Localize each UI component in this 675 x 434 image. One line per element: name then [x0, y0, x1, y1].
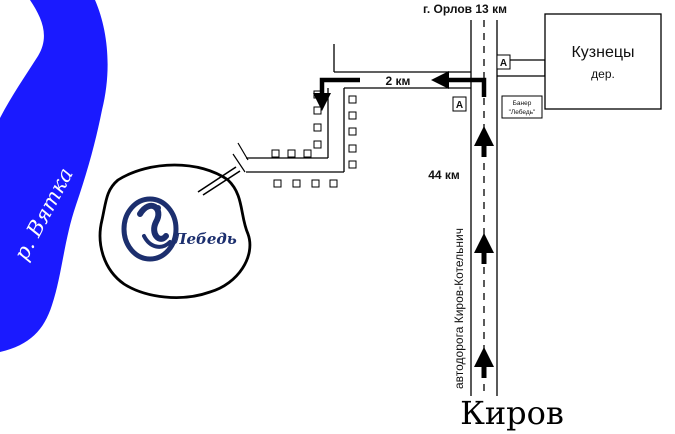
access-track-a [237, 142, 249, 161]
highway-label: автодорога Киров-Котельнич [452, 228, 466, 389]
access-track-b [232, 153, 246, 173]
banner-box [501, 95, 543, 119]
distance-turn-label: 2 км [386, 74, 411, 88]
pointer-stroke-1 [197, 166, 237, 193]
distance-main-label: 44 км [428, 168, 460, 182]
banner-line2: "Лебедь" [509, 108, 536, 116]
bus-stop-label-2: А [456, 100, 463, 111]
pointer-stroke-2 [202, 170, 241, 196]
bus-stop-icon [452, 96, 467, 112]
village-type: дер. [591, 67, 615, 81]
river-shape [0, 0, 108, 352]
bus-stop-icon [496, 54, 511, 70]
city-top-label: г. Орлов 13 км [423, 2, 507, 16]
bus-stop-label-1: А [500, 58, 507, 69]
swan-logo-icon [121, 196, 179, 262]
village-box [544, 13, 662, 110]
logo-text: Лебедь [172, 230, 237, 248]
village-name: Кузнецы [571, 44, 634, 61]
city-bottom-label: Киров [460, 394, 564, 432]
banner-line1: Банер [513, 100, 532, 107]
arrow-icon [431, 71, 487, 97]
arrow-icon [313, 77, 360, 111]
